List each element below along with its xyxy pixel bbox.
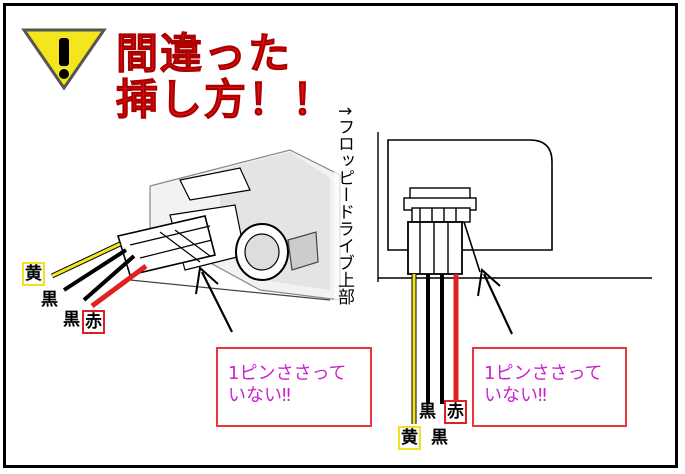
- left-drive-illustration: [116, 149, 341, 301]
- right-drive-illustration: [377, 132, 652, 282]
- note-right: 1ピンささって いない‼: [472, 347, 627, 427]
- note-right-line-2: いない‼: [484, 385, 547, 406]
- note-left-line-2: いない‼: [228, 385, 291, 406]
- right-wires: [411, 274, 459, 424]
- left-pointer-arrow: [195, 266, 233, 333]
- floppy-top-label: ↑フロッピードライブ上部: [334, 104, 354, 306]
- left-label-black-1: 黒: [41, 290, 58, 310]
- note-left-line-1: 1ピンささって: [228, 363, 347, 384]
- title-line-2: 挿し方！！: [115, 75, 337, 125]
- left-label-red: 赤: [82, 310, 105, 334]
- left-label-black-2: 黒: [63, 310, 80, 330]
- note-right-line-1: 1ピンささって: [484, 363, 603, 384]
- right-label-black-top: 黒: [419, 402, 436, 422]
- left-wires: [50, 241, 148, 309]
- outer-frame: [3, 3, 678, 468]
- right-label-red: 赤: [444, 400, 467, 424]
- right-label-yellow: 黄: [398, 426, 421, 450]
- left-label-yellow: 黄: [22, 262, 45, 286]
- note-left: 1ピンささって いない‼: [216, 347, 372, 427]
- warning-icon: [21, 28, 107, 91]
- right-label-black-bottom: 黒: [431, 428, 448, 448]
- right-pointer-arrow: [477, 268, 513, 335]
- title-line-1: 間違った: [115, 29, 293, 79]
